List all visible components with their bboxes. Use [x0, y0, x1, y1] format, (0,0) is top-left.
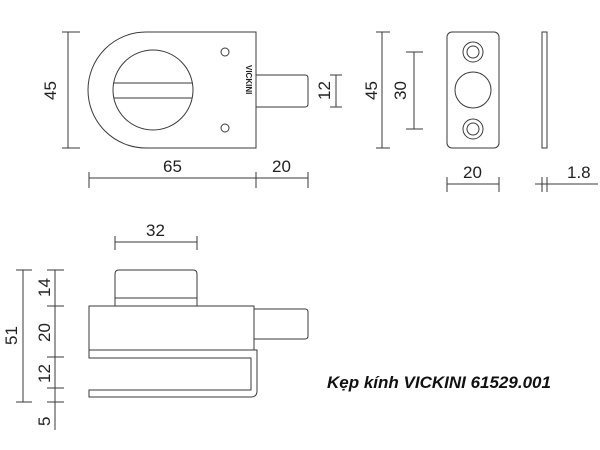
- screw-hole-icon: [220, 47, 230, 57]
- svg-text:32: 32: [146, 221, 165, 240]
- strike-plate-side: [541, 31, 548, 149]
- screw-hole-inner: [466, 122, 480, 136]
- svg-text:51: 51: [2, 326, 21, 345]
- strike-plate-view: 45 30 20 1.8: [362, 31, 598, 192]
- screw-hole-icon: [462, 118, 484, 140]
- dimension-total-51: 51: [2, 269, 32, 403]
- brand-logo: VICKINI: [244, 65, 253, 94]
- svg-text:45: 45: [41, 81, 60, 100]
- svg-text:5: 5: [35, 417, 54, 426]
- svg-text:14: 14: [35, 278, 54, 297]
- svg-text:20: 20: [272, 157, 291, 176]
- side-view: 32 51 14 20 12 5: [2, 221, 309, 430]
- bolt: [256, 74, 309, 108]
- front-view: VICKINI 45 12 65 20: [41, 31, 342, 188]
- svg-text:20: 20: [35, 323, 54, 342]
- dimension-width-65-20: 65 20: [88, 157, 309, 188]
- dimension-hole-spacing-30: 30: [391, 51, 423, 130]
- dimension-plate-height-45: 45: [362, 31, 390, 149]
- screw-hole-icon: [462, 41, 484, 63]
- dimension-knob-32: 32: [114, 221, 198, 250]
- lock-body-side: [88, 305, 255, 351]
- strike-plate: [446, 31, 500, 149]
- glass-clamp: [88, 349, 258, 398]
- knob: [114, 269, 198, 306]
- dimension-bolt-12: 12: [315, 74, 342, 108]
- svg-text:12: 12: [35, 364, 54, 383]
- svg-text:30: 30: [391, 81, 410, 100]
- svg-text:20: 20: [463, 163, 482, 182]
- lock-body-outline: [87, 31, 257, 149]
- svg-text:1.8: 1.8: [567, 163, 591, 182]
- thumb-turn: [112, 49, 194, 131]
- dimension-thickness-1-8: 1.8: [535, 163, 598, 192]
- dimension-segments: 14 20 12 5: [35, 269, 64, 430]
- svg-text:65: 65: [163, 157, 182, 176]
- screw-hole-inner: [466, 45, 480, 59]
- bolt-side: [254, 308, 309, 340]
- screw-hole-icon: [220, 123, 230, 133]
- bolt-hole: [454, 71, 492, 109]
- dimension-plate-width-20: 20: [446, 163, 500, 192]
- svg-text:45: 45: [362, 81, 381, 100]
- product-caption: Kẹp kính VICKINI 61529.001: [327, 373, 551, 392]
- svg-text:12: 12: [315, 81, 334, 100]
- dimension-height-45: 45: [41, 31, 80, 149]
